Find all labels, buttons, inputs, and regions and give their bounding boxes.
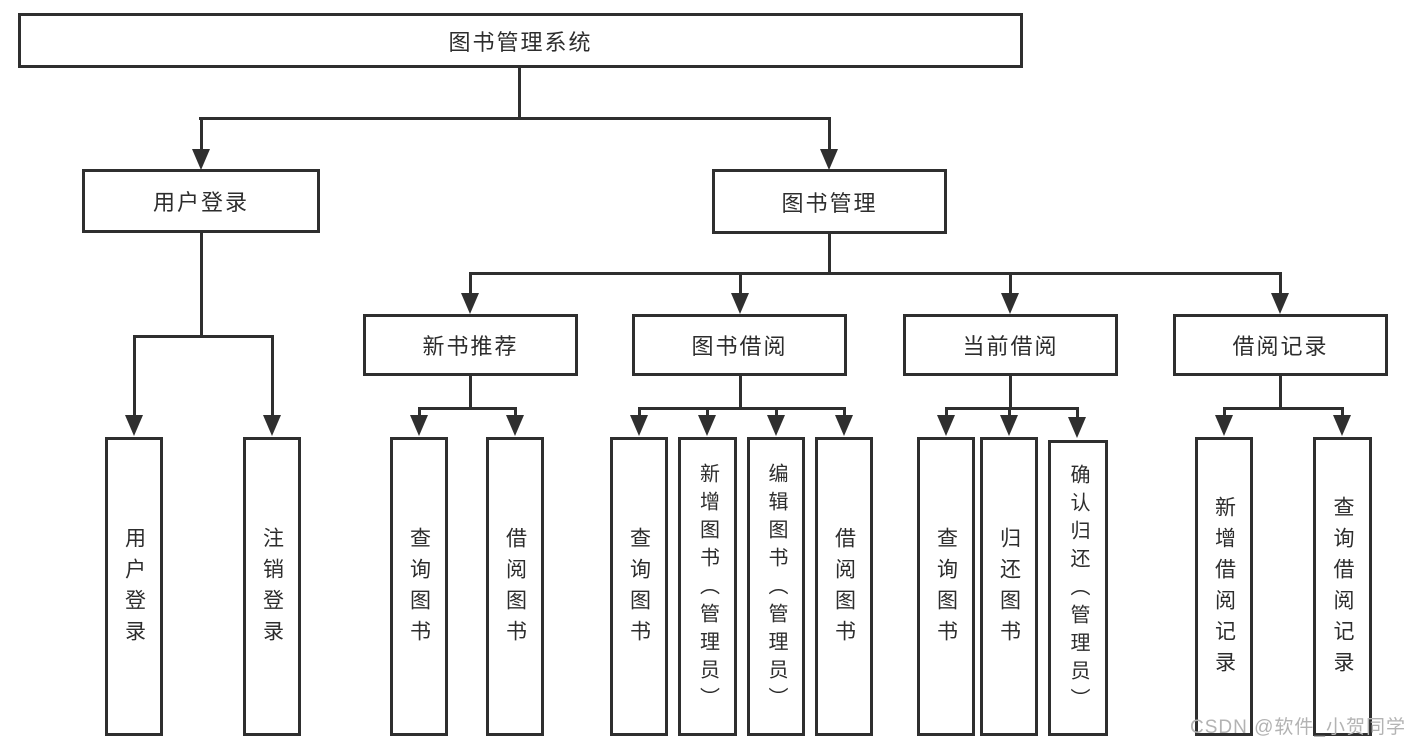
arrowhead-user-login-icon bbox=[192, 149, 210, 170]
leaf-borrow-book-recommend-label: 借阅图书 bbox=[503, 526, 527, 651]
connector-book-borrow-branch bbox=[638, 407, 846, 410]
leaf-add-book-admin: 新增图书（管理员） bbox=[678, 437, 737, 736]
arrowhead-borrow-book-icon bbox=[835, 415, 853, 436]
node-current-borrow-label: 当前借阅 bbox=[962, 334, 1059, 359]
connector-drop-borrow-book-recommend bbox=[514, 407, 517, 419]
connector-drop-query-book-borrow bbox=[638, 407, 641, 419]
node-user-login-label: 用户登录 bbox=[152, 190, 249, 215]
connector-drop-book-borrow bbox=[739, 272, 742, 296]
leaf-edit-book-admin: 编辑图书（管理员） bbox=[747, 437, 805, 736]
node-book-management: 图书管理 bbox=[712, 169, 947, 234]
arrowhead-leaf-user-login-icon bbox=[125, 415, 143, 436]
connector-drop-leaf-logout bbox=[271, 335, 274, 419]
connector-level2-branch bbox=[199, 117, 831, 120]
arrowhead-book-borrow-icon bbox=[731, 293, 749, 314]
leaf-query-borrow-record: 查询借阅记录 bbox=[1313, 437, 1372, 736]
leaf-query-book-borrow: 查询图书 bbox=[610, 437, 668, 736]
leaf-user-login-label: 用户登录 bbox=[122, 526, 146, 651]
connector-drop-query-borrow-record bbox=[1341, 407, 1344, 419]
leaf-query-book-current-label: 查询图书 bbox=[934, 526, 958, 651]
arrowhead-add-book-icon bbox=[698, 415, 716, 436]
leaf-user-login: 用户登录 bbox=[105, 437, 163, 736]
connector-drop-book-mgmt bbox=[828, 117, 831, 153]
csdn-watermark: CSDN @软件_小贺同学 bbox=[1190, 717, 1405, 738]
connector-drop-query-book-current bbox=[945, 407, 948, 419]
arrowhead-add-borrow-record-icon bbox=[1215, 415, 1233, 436]
leaf-add-borrow-record: 新增借阅记录 bbox=[1195, 437, 1253, 736]
connector-drop-borrow-book bbox=[843, 407, 846, 419]
leaf-borrow-book-label: 借阅图书 bbox=[832, 526, 856, 651]
arrowhead-query-book-current-icon bbox=[937, 415, 955, 436]
node-borrow-record: 借阅记录 bbox=[1173, 314, 1388, 376]
leaf-edit-book-admin-label: 编辑图书（管理员） bbox=[765, 462, 787, 715]
leaf-borrow-book-recommend: 借阅图书 bbox=[486, 437, 544, 736]
connector-drop-edit-book bbox=[775, 407, 778, 419]
leaf-query-book-recommend-label: 查询图书 bbox=[407, 526, 431, 651]
node-new-book-recommend-label: 新书推荐 bbox=[422, 334, 519, 359]
leaf-return-book: 归还图书 bbox=[980, 437, 1038, 736]
arrowhead-confirm-return-icon bbox=[1068, 417, 1086, 438]
leaf-query-borrow-record-label: 查询借阅记录 bbox=[1331, 495, 1354, 682]
connector-drop-borrow-record bbox=[1279, 272, 1282, 296]
leaf-borrow-book: 借阅图书 bbox=[815, 437, 873, 736]
leaf-query-book-borrow-label: 查询图书 bbox=[627, 526, 651, 651]
leaf-add-book-admin-label: 新增图书（管理员） bbox=[696, 462, 719, 715]
connector-user-login-stem bbox=[200, 233, 203, 338]
leaf-add-borrow-record-label: 新增借阅记录 bbox=[1212, 495, 1236, 682]
node-book-borrow: 图书借阅 bbox=[632, 314, 847, 376]
connector-user-login-branch bbox=[133, 335, 274, 338]
connector-drop-add-book bbox=[706, 407, 709, 419]
leaf-confirm-return-admin: 确认归还（管理员） bbox=[1048, 440, 1108, 736]
connector-level3-branch bbox=[469, 272, 1282, 275]
connector-drop-current-borrow bbox=[1009, 272, 1012, 296]
connector-drop-return-book bbox=[1008, 407, 1011, 419]
connector-drop-add-borrow-record bbox=[1223, 407, 1226, 419]
node-borrow-record-label: 借阅记录 bbox=[1232, 334, 1329, 359]
connector-current-borrow-branch bbox=[945, 407, 1079, 410]
connector-root-stem bbox=[518, 68, 521, 120]
leaf-logout: 注销登录 bbox=[243, 437, 301, 736]
arrowhead-leaf-logout-icon bbox=[263, 415, 281, 436]
leaf-query-book-current: 查询图书 bbox=[917, 437, 975, 736]
node-book-borrow-label: 图书借阅 bbox=[691, 334, 788, 359]
node-root-label: 图书管理系统 bbox=[448, 29, 593, 55]
connector-drop-query-book-recommend bbox=[418, 407, 421, 419]
arrowhead-new-book-recommend-icon bbox=[461, 293, 479, 314]
leaf-query-book-recommend: 查询图书 bbox=[390, 437, 448, 736]
connector-book-borrow-stem bbox=[739, 376, 742, 410]
connector-borrow-record-stem bbox=[1279, 376, 1282, 410]
connector-new-book-recommend-stem bbox=[469, 376, 472, 410]
leaf-confirm-return-admin-label: 确认归还（管理员） bbox=[1067, 464, 1089, 716]
connector-borrow-record-branch bbox=[1223, 407, 1344, 410]
arrowhead-query-borrow-record-icon bbox=[1333, 415, 1351, 436]
node-new-book-recommend: 新书推荐 bbox=[363, 314, 578, 376]
connector-drop-user-login bbox=[200, 117, 203, 153]
arrowhead-borrow-record-icon bbox=[1271, 293, 1289, 314]
connector-drop-leaf-user-login bbox=[133, 335, 136, 419]
node-current-borrow: 当前借阅 bbox=[903, 314, 1118, 376]
node-root-system: 图书管理系统 bbox=[18, 13, 1023, 68]
arrowhead-query-book-borrow-icon bbox=[630, 415, 648, 436]
connector-new-book-recommend-branch bbox=[418, 407, 517, 410]
arrowhead-borrow-book-recommend-icon bbox=[506, 415, 524, 436]
leaf-return-book-label: 归还图书 bbox=[997, 526, 1021, 651]
arrowhead-query-book-recommend-icon bbox=[410, 415, 428, 436]
leaf-logout-label: 注销登录 bbox=[260, 526, 284, 651]
connector-drop-confirm-return bbox=[1076, 407, 1079, 419]
connector-book-mgmt-stem bbox=[828, 234, 831, 275]
node-user-login: 用户登录 bbox=[82, 169, 320, 233]
arrowhead-book-mgmt-icon bbox=[820, 149, 838, 170]
connector-current-borrow-stem bbox=[1009, 376, 1012, 410]
connector-drop-new-book-recommend bbox=[469, 272, 472, 296]
arrowhead-edit-book-icon bbox=[767, 415, 785, 436]
arrowhead-return-book-icon bbox=[1000, 415, 1018, 436]
arrowhead-current-borrow-icon bbox=[1001, 293, 1019, 314]
node-book-management-label: 图书管理 bbox=[781, 190, 878, 216]
